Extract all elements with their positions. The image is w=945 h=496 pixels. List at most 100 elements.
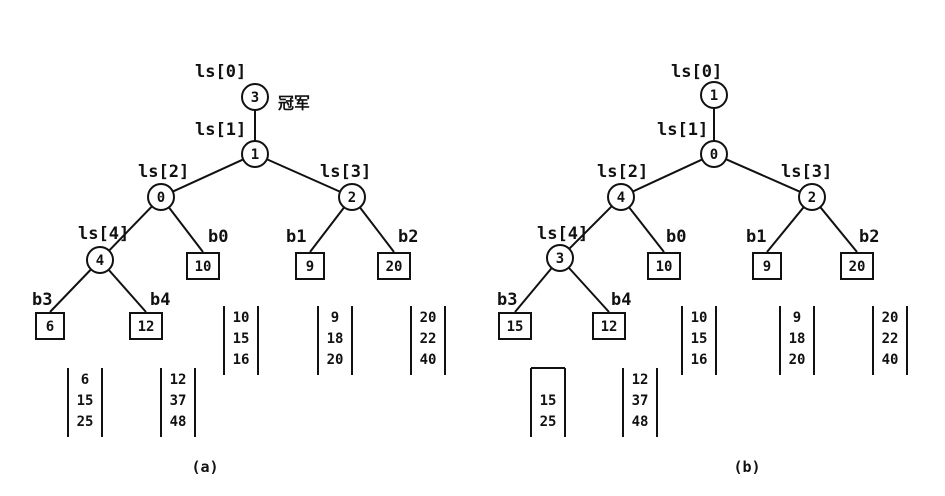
run-value: 15 (233, 331, 250, 347)
run-value: 9 (793, 310, 801, 326)
edge-ls2-ls4 (108, 205, 153, 252)
leaf-label-b1: b1 (286, 227, 306, 247)
node-value-ls2: 4 (617, 190, 625, 206)
edge-ls2-ls4 (568, 205, 613, 250)
run-value: 40 (420, 352, 437, 368)
node-value-ls4: 3 (556, 251, 564, 267)
edge-ls4-b3 (514, 267, 553, 313)
leaf-value-b0: 10 (656, 259, 673, 275)
run-value: 20 (882, 310, 899, 326)
run-b4: 12 37 48 (622, 368, 658, 437)
run-b0: 10 15 16 (681, 306, 717, 375)
leaf-box-b4 (592, 312, 626, 340)
leaf-box-b0 (186, 252, 220, 280)
node-value-ls2: 0 (157, 190, 165, 206)
leaf-label-b3: b3 (497, 290, 517, 310)
run-value: 20 (789, 352, 806, 368)
edge-ls4-b4 (107, 269, 147, 313)
run-value: 15 (691, 331, 708, 347)
run-value: 18 (327, 331, 344, 347)
run-b2: 20 22 40 (872, 306, 908, 375)
node-label-ls2: ls[2] (138, 162, 189, 182)
node-label-ls0: ls[0] (195, 62, 246, 82)
node-value-ls1: 0 (710, 147, 718, 163)
leaf-label-b4: b4 (611, 290, 631, 310)
node-ls0 (241, 83, 269, 111)
run-value: 12 (632, 372, 649, 388)
node-label-ls1: ls[1] (195, 120, 246, 140)
run-value: 25 (77, 414, 94, 430)
node-ls4 (546, 244, 574, 272)
leaf-label-b1: b1 (746, 227, 766, 247)
run-value: 15 (540, 393, 557, 409)
run-b2: 20 22 40 (410, 306, 446, 375)
leaf-label-b2: b2 (398, 227, 418, 247)
node-value-ls0: 3 (251, 90, 259, 106)
node-label-ls3: ls[3] (781, 162, 832, 182)
run-value: 37 (170, 393, 187, 409)
leaf-box-b0 (647, 252, 681, 280)
node-label-ls1: ls[1] (657, 120, 708, 140)
run-value: 48 (632, 414, 649, 430)
run-value: 40 (882, 352, 899, 368)
edge-ls4-b4 (567, 266, 610, 313)
leaf-label-b0: b0 (208, 227, 228, 247)
tree-diagram-b: 1ls[0]0ls[1]4ls[2]2ls[3]3ls[4]10b09b120b… (497, 62, 908, 476)
node-label-ls2: ls[2] (597, 162, 648, 182)
edge-ls3-b1 (309, 206, 345, 253)
run-value: 25 (540, 414, 557, 430)
node-ls4 (86, 246, 114, 274)
leaf-value-b4: 12 (601, 319, 618, 335)
leaf-box-b4 (129, 312, 163, 340)
run-value: 22 (882, 331, 899, 347)
caption-b: (b) (733, 458, 760, 476)
run-value: 16 (691, 352, 708, 368)
node-ls1 (241, 140, 269, 168)
leaf-label-b4: b4 (150, 290, 170, 310)
leaf-box-b1 (295, 252, 325, 280)
node-ls2 (607, 183, 635, 211)
run-value: 10 (233, 310, 250, 326)
caption-a: (a) (191, 458, 218, 476)
run-value: 37 (632, 393, 649, 409)
node-label-ls3: ls[3] (320, 162, 371, 182)
edge-ls4-b3 (49, 268, 92, 313)
run-value: 22 (420, 331, 437, 347)
run-value: 15 (77, 393, 94, 409)
leaf-box-b1 (752, 252, 782, 280)
leaf-value-b1: 9 (306, 259, 314, 275)
leaf-box-b2 (840, 252, 874, 280)
run-value: 10 (691, 310, 708, 326)
node-value-ls3: 2 (808, 190, 816, 206)
leaf-value-b4: 12 (138, 319, 155, 335)
edge-ls3-b1 (766, 206, 805, 253)
node-label-ls4: ls[4] (78, 224, 129, 244)
leaf-value-b2: 20 (386, 259, 403, 275)
leaf-box-b3 (498, 312, 532, 340)
leaf-value-b3: 15 (507, 319, 524, 335)
node-label-ls0: ls[0] (671, 62, 722, 82)
leaf-value-b3: 6 (46, 319, 54, 335)
run-value: 20 (420, 310, 437, 326)
node-value-ls3: 2 (348, 190, 356, 206)
node-ls0 (700, 81, 728, 109)
edge-ls1-ls2 (632, 158, 703, 193)
node-ls2 (147, 183, 175, 211)
winner-label: 冠军 (278, 94, 310, 113)
edge-ls1-ls3 (266, 158, 341, 193)
leaf-box-b3 (35, 312, 65, 340)
run-value: 12 (170, 372, 187, 388)
node-value-ls4: 4 (96, 253, 104, 269)
leaf-value-b1: 9 (763, 259, 771, 275)
node-value-ls1: 1 (251, 147, 259, 163)
node-value-ls0: 1 (710, 88, 718, 104)
edge-ls1-ls3 (725, 158, 801, 193)
run-value: 16 (233, 352, 250, 368)
